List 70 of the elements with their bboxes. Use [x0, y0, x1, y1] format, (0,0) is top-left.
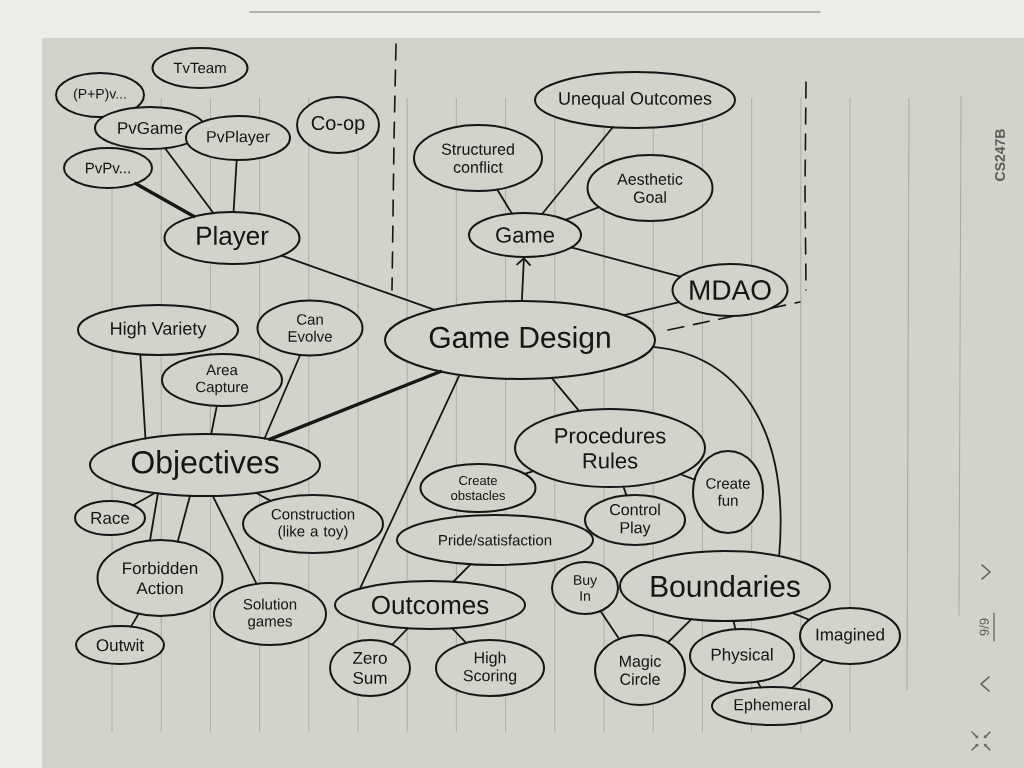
topic-bubble: Control Play	[584, 494, 686, 546]
connector-line	[267, 369, 443, 442]
connector-line	[651, 346, 782, 557]
connector-line	[550, 377, 581, 412]
connector-line	[232, 159, 238, 213]
connector-line	[599, 610, 621, 640]
topic-bubble: TvTeam	[151, 47, 249, 89]
course-code: CS247B	[995, 129, 1005, 181]
connector-line	[359, 374, 461, 590]
connector-line	[570, 246, 682, 278]
connector-line	[133, 181, 196, 219]
connector-line	[666, 618, 693, 644]
topic-bubble: Forbidden Action	[96, 539, 224, 617]
connector-line	[210, 405, 218, 435]
connector-line	[791, 658, 825, 689]
connector-line	[280, 254, 436, 311]
topic-bubble: Race	[74, 500, 146, 536]
connector-line	[176, 494, 191, 543]
topic-bubble: Imagined	[799, 607, 901, 665]
topic-bubble: Co-op	[296, 96, 380, 154]
connector-line	[541, 126, 614, 215]
topic-bubble: Outcomes	[334, 580, 526, 630]
topic-bubble: Construction (like a toy)	[242, 494, 384, 554]
topic-bubble: Create fun	[692, 450, 764, 534]
topic-bubble: PvPv...	[63, 147, 153, 189]
topic-bubble: Unequal Outcomes	[534, 71, 736, 129]
arrow	[515, 257, 532, 302]
connector-line	[623, 301, 681, 317]
topic-bubble: High Scoring	[435, 639, 545, 697]
topic-bubble: Aesthetic Goal	[586, 154, 714, 222]
connector-line	[496, 188, 513, 215]
connector-line	[255, 491, 272, 502]
connector-line	[622, 485, 628, 497]
connector-line	[791, 612, 811, 621]
topic-bubble: Objectives	[89, 433, 321, 497]
topic-bubble: Procedures Rules	[514, 408, 706, 488]
connector-line	[149, 492, 159, 542]
topic-bubble: Create obstacles	[419, 463, 537, 513]
topic-bubble: Game	[468, 212, 582, 258]
topic-bubble: Ephemeral	[711, 686, 833, 726]
topic-bubble: MDAO	[671, 263, 789, 317]
topic-bubble: Player	[163, 211, 301, 265]
connector-line	[130, 612, 140, 628]
topic-bubble: Zero Sum	[329, 639, 411, 697]
topic-bubble: Structured conflict	[413, 124, 543, 192]
topic-bubble: Magic Circle	[594, 634, 686, 706]
topic-bubble: Game Design	[384, 300, 656, 380]
connector-line	[263, 354, 302, 440]
connector-line	[164, 147, 215, 214]
topic-bubble: Outwit	[75, 625, 165, 665]
connector-line	[132, 492, 156, 507]
topic-bubble: High Variety	[77, 304, 239, 356]
topic-bubble: Buy In	[551, 561, 619, 615]
connector-line	[732, 620, 737, 631]
connector-line	[139, 353, 147, 440]
connector-line	[564, 206, 600, 221]
page-indicator: 9/9	[979, 612, 995, 642]
topic-bubble: Can Evolve	[256, 299, 364, 357]
topic-bubble: PvPlayer	[185, 115, 291, 161]
connector-line	[679, 473, 696, 481]
connector-line	[523, 470, 535, 475]
topic-bubble: (P+P)v...	[55, 72, 145, 118]
connector-line	[451, 627, 467, 644]
topic-bubble: Area Capture	[161, 353, 283, 407]
connector-line	[391, 627, 409, 646]
connector-line	[211, 495, 258, 585]
topic-bubble: Solution games	[213, 582, 327, 646]
topic-bubble: Physical	[689, 628, 795, 684]
connector-line	[756, 680, 762, 689]
connector-line	[452, 563, 472, 583]
